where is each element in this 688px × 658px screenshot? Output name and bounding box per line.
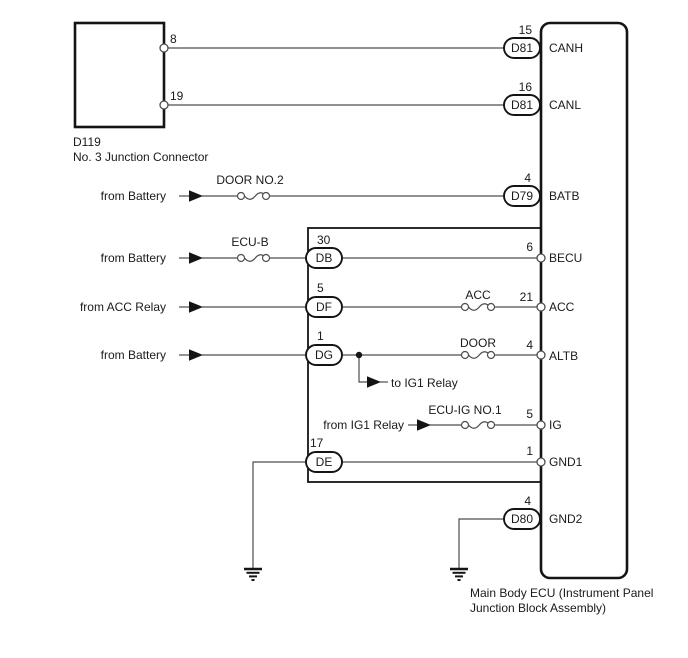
pin-number-altb: 4 xyxy=(526,338,533,352)
flow-arrows xyxy=(189,190,431,431)
block-connector-code-dg: DG xyxy=(315,348,333,362)
fuse-icon-acc-left xyxy=(460,302,470,312)
pin-circle-d119-8 xyxy=(159,43,169,53)
block-pin-number-dg: 1 xyxy=(317,329,324,343)
fuse-wave-ecu-b xyxy=(244,254,267,262)
block-connector-code-df: DF xyxy=(316,300,332,314)
wires xyxy=(164,47,538,568)
fuse-wave-door-no2 xyxy=(244,192,267,200)
terminal-label-acc: ACC xyxy=(549,300,575,314)
fuse-icon-ecu-b-left xyxy=(236,253,246,263)
terminal-label-becu: BECU xyxy=(549,251,582,265)
fuse-wave-ecu-ig xyxy=(468,421,491,429)
ecu-box xyxy=(539,21,629,580)
wire-gnd1-left xyxy=(252,461,306,568)
source-label-batb: from Battery xyxy=(101,189,166,203)
block-pin-number-de: 17 xyxy=(310,436,324,450)
pin-circle-gnd1 xyxy=(536,457,546,467)
fuse-label-door: DOOR xyxy=(460,336,496,350)
ecu-caption-line1: Main Body ECU (Instrument Panel xyxy=(470,586,653,600)
connector-ovals xyxy=(305,37,541,530)
flow-arrow-icon-becu xyxy=(189,252,203,264)
connector-oval-dg xyxy=(305,344,343,366)
connector-code-gnd2: D80 xyxy=(511,512,533,526)
fuse-icon-acc-right xyxy=(486,302,496,312)
flow-arrow-icon-to-ig1 xyxy=(367,376,381,388)
terminal-label-batb: BATB xyxy=(549,189,579,203)
fuse-icon-door-right xyxy=(486,350,496,360)
connector-oval-db xyxy=(305,247,343,269)
pin-number-d119-8: 8 xyxy=(170,32,177,46)
pin-circle-d119-19 xyxy=(159,100,169,110)
source-label-acc: from ACC Relay xyxy=(80,300,166,314)
branch-label-to-ig1-relay: to IG1 Relay xyxy=(391,376,458,390)
connector-code-canh: D81 xyxy=(511,41,533,55)
source-label-altb: from Battery xyxy=(101,348,166,362)
pin-circle-acc xyxy=(536,302,546,312)
connector-oval-de xyxy=(305,451,343,473)
pin-number-becu: 6 xyxy=(526,240,533,254)
connector-code-canl: D81 xyxy=(511,98,533,112)
source-label-becu: from Battery xyxy=(101,251,166,265)
terminal-label-canh: CANH xyxy=(549,41,583,55)
block-connector-code-db: DB xyxy=(316,251,333,265)
pin-number-batb: 4 xyxy=(524,171,531,185)
ecu-caption-line2: Junction Block Assembly) xyxy=(470,601,606,615)
block-pin-number-df: 5 xyxy=(317,281,324,295)
pin-circles xyxy=(159,43,546,467)
flow-arrow-icon-from-ig1 xyxy=(417,419,431,431)
fuse-wave-door xyxy=(468,351,491,359)
pin-number-canl: 16 xyxy=(519,80,533,94)
fuse-icon-door-no2-right xyxy=(261,191,271,201)
pin-circle-altb xyxy=(536,350,546,360)
terminal-label-gnd1: GND1 xyxy=(549,455,583,469)
pin-number-gnd2: 4 xyxy=(524,494,531,508)
fuse-icon-door-no2-left xyxy=(236,191,246,201)
block-connector-code-de: DE xyxy=(316,455,333,469)
fuse-icon-ecu-ig-right xyxy=(486,420,496,430)
flow-arrow-icon-acc xyxy=(189,301,203,313)
pin-number-acc: 21 xyxy=(520,290,534,304)
fuse-label-door-no2: DOOR NO.2 xyxy=(216,173,284,187)
fuse-icon-door-left xyxy=(460,350,470,360)
block-pin-number-db: 30 xyxy=(317,233,331,247)
fuse-label-ecu-b: ECU-B xyxy=(231,235,268,249)
ground-icon-gnd2 xyxy=(450,567,468,581)
fuse-icon-ecu-ig-left xyxy=(460,420,470,430)
pin-number-gnd1: 1 xyxy=(526,444,533,458)
pin-circle-becu xyxy=(536,253,546,263)
fuse-icons xyxy=(236,191,496,430)
flow-arrow-icon-altb xyxy=(189,349,203,361)
terminal-label-canl: CANL xyxy=(549,98,581,112)
pin-number-ig: 5 xyxy=(526,407,533,421)
pin-number-d119-19: 19 xyxy=(170,89,184,103)
junction-connector-name: No. 3 Junction Connector xyxy=(73,150,208,164)
fuse-icon-ecu-b-right xyxy=(261,253,271,263)
terminal-label-ig: IG xyxy=(549,418,562,432)
fuse-wave-acc xyxy=(468,303,491,311)
source-label-ig: from IG1 Relay xyxy=(323,418,404,432)
flow-arrow-icon-batb xyxy=(189,190,203,202)
junction-dot xyxy=(355,351,363,359)
connector-oval-df xyxy=(305,296,343,318)
connector-code-batb: D79 xyxy=(511,189,533,203)
pin-circle-ig xyxy=(536,420,546,430)
wire-branch-ig1 xyxy=(358,355,368,383)
ground-icon-gnd1 xyxy=(244,567,262,581)
terminal-label-altb: ALTB xyxy=(549,349,578,363)
fuse-label-acc: ACC xyxy=(465,288,491,302)
junction-connector-code: D119 xyxy=(73,135,101,149)
terminal-label-gnd2: GND2 xyxy=(549,512,583,526)
junction-connector-box xyxy=(73,21,166,129)
pin-number-canh: 15 xyxy=(519,23,533,37)
wire-gnd2 xyxy=(458,518,504,568)
fuse-label-ecu-ig-no1: ECU-IG NO.1 xyxy=(428,403,502,417)
